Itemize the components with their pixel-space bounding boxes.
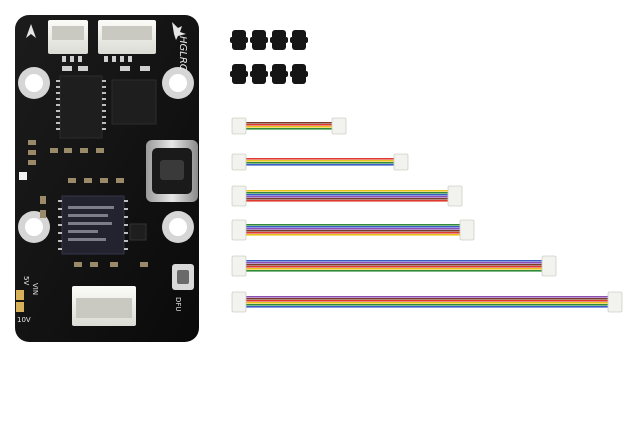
- grommet: [290, 64, 308, 84]
- cable-3: [231, 185, 463, 207]
- wire: [242, 124, 336, 126]
- wire: [242, 262, 546, 264]
- grommet: [230, 30, 248, 50]
- wire: [242, 164, 398, 166]
- grommet: [230, 64, 248, 84]
- cable-connector: [447, 185, 463, 207]
- wire: [242, 162, 398, 164]
- status-led: [19, 172, 27, 180]
- cable-connector: [541, 255, 557, 277]
- brand-logo: HGLRC: [177, 36, 188, 71]
- cable-4: [231, 219, 475, 241]
- wire: [242, 268, 546, 270]
- wire: [242, 200, 452, 202]
- bird-logo-icon: [172, 22, 186, 40]
- mounting-holes: [18, 67, 194, 243]
- label-vin: VIN: [31, 283, 39, 295]
- grommet: [270, 64, 288, 84]
- wire: [242, 230, 464, 232]
- wire: [242, 300, 612, 302]
- cable-connector: [231, 153, 247, 171]
- cable-1: [231, 117, 347, 135]
- label-5v: 5V: [22, 276, 30, 285]
- wire: [242, 266, 546, 268]
- wire: [242, 260, 546, 262]
- grommet: [290, 30, 308, 50]
- wire: [242, 158, 398, 160]
- cable-connector: [231, 219, 247, 241]
- wire: [242, 298, 612, 300]
- usb-c-port: [146, 140, 198, 202]
- wire: [242, 304, 612, 306]
- dfu-button: [172, 264, 194, 290]
- rubber-grommets: [230, 30, 308, 84]
- wire: [242, 224, 464, 226]
- top-connectors: [48, 20, 156, 54]
- wire: [242, 192, 452, 194]
- wire: [242, 198, 452, 200]
- grommet: [250, 64, 268, 84]
- cable-connector: [331, 117, 347, 135]
- grommet: [270, 30, 288, 50]
- flight-controller-board: HGLRC: [15, 15, 199, 342]
- cable-connector: [393, 153, 409, 171]
- wire: [242, 228, 464, 230]
- cable-6: [231, 291, 623, 313]
- cable-5: [231, 255, 557, 277]
- wire: [242, 126, 336, 128]
- wire: [242, 194, 452, 196]
- cable-2: [231, 153, 409, 171]
- wire: [242, 296, 612, 298]
- wire: [242, 306, 612, 308]
- wire: [242, 190, 452, 192]
- wire: [242, 122, 336, 124]
- wire: [242, 226, 464, 228]
- wire: [242, 232, 464, 234]
- voltage-select-pads: [16, 290, 24, 312]
- grommet: [250, 30, 268, 50]
- label-dfu: DFU: [174, 297, 182, 312]
- smd-pads: [62, 56, 150, 71]
- label-10v: 10V: [17, 316, 31, 324]
- wire: [242, 234, 464, 236]
- wire: [242, 270, 546, 272]
- cable-connector: [607, 291, 623, 313]
- direction-arrow-icon: [26, 24, 36, 38]
- wire: [242, 160, 398, 162]
- cable-connector: [231, 291, 247, 313]
- passive-components: [28, 140, 148, 267]
- wire: [242, 128, 336, 130]
- cable-connector: [231, 185, 247, 207]
- cable-connector: [231, 255, 247, 277]
- ic-chips: [56, 75, 157, 255]
- bottom-connector: [72, 286, 136, 326]
- cable-connector: [231, 117, 247, 135]
- wire: [242, 264, 546, 266]
- wire: [242, 302, 612, 304]
- cable-set: [231, 117, 623, 313]
- cable-connector: [459, 219, 475, 241]
- wire: [242, 196, 452, 198]
